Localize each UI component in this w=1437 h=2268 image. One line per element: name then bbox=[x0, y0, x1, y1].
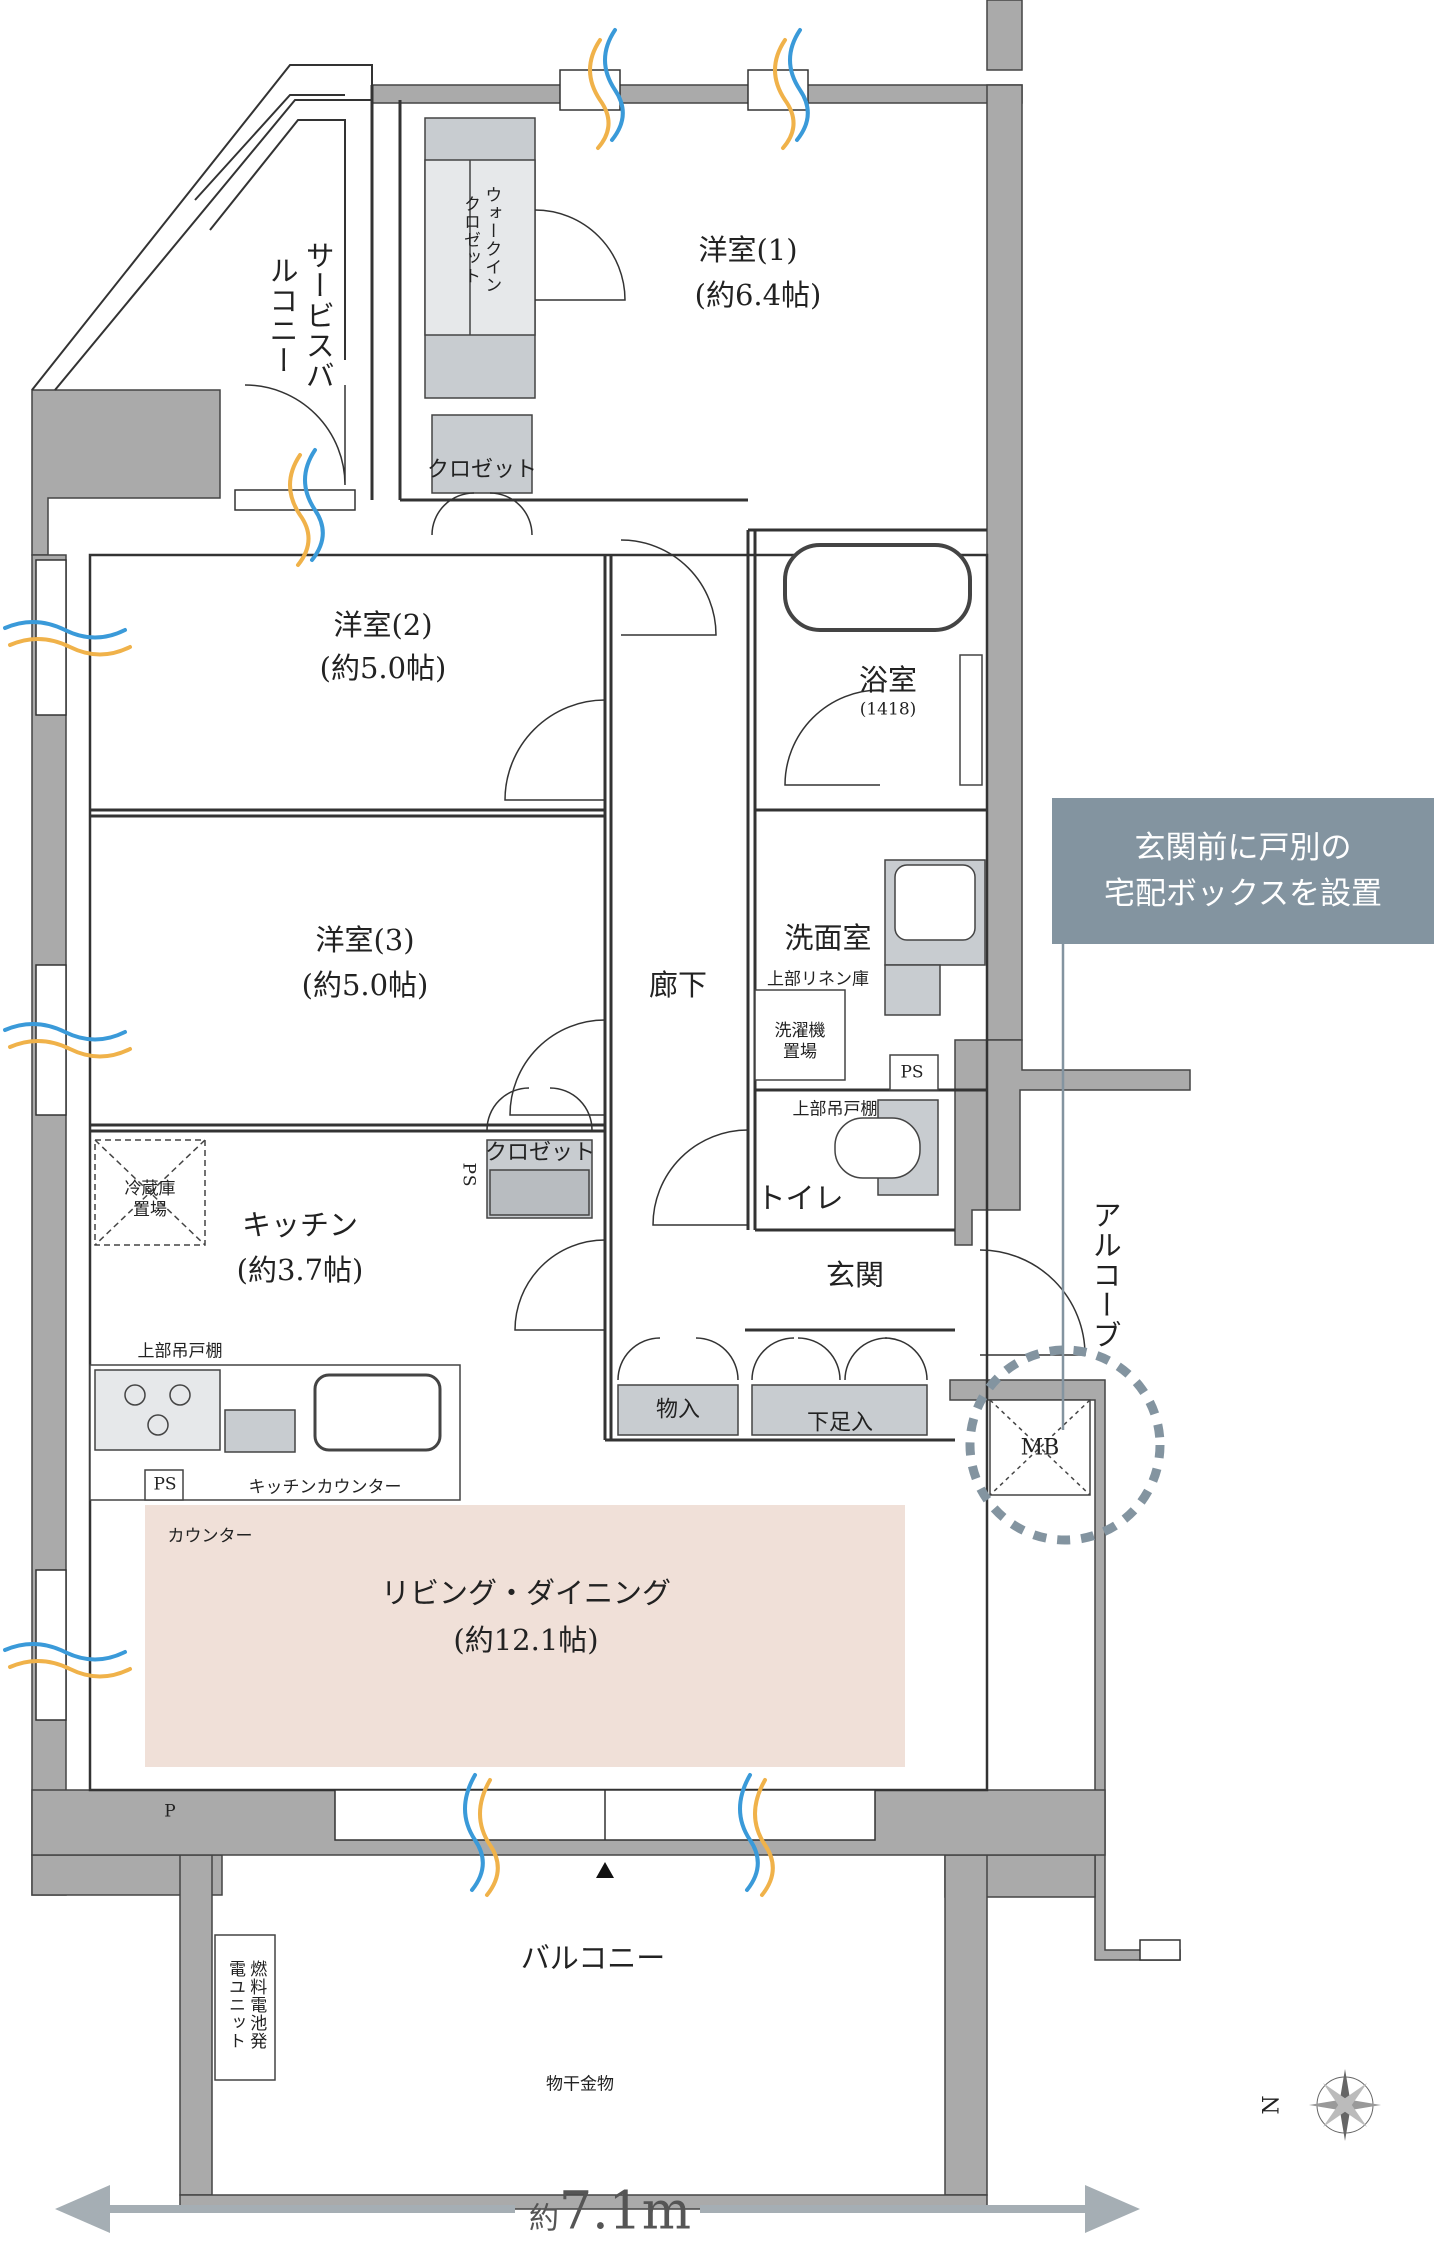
service-balcony-wall bbox=[31, 64, 373, 391]
mb-label: MB bbox=[1020, 1435, 1060, 1461]
room-kitchen-name: キッチン bbox=[241, 1207, 359, 1242]
ps-label-wash: PS bbox=[900, 1062, 924, 1083]
room-western1-name: 洋室(1) bbox=[698, 232, 798, 267]
room-balcony: バルコニー bbox=[520, 1940, 666, 1975]
shoe-storage-label: 下足入 bbox=[806, 1410, 874, 1436]
p-mark: P bbox=[164, 1801, 176, 1822]
ps-label-kitchen: PS bbox=[153, 1474, 177, 1495]
room-western1-size: (約6.4帖) bbox=[694, 277, 822, 312]
compass-icon bbox=[1309, 2069, 1381, 2141]
fridge-label: 冷蔵庫置場 bbox=[124, 1178, 176, 1220]
ps-label-vertical: PS bbox=[458, 1162, 479, 1188]
counter-label: カウンター bbox=[167, 1526, 253, 1547]
delivery-box-callout: 玄関前に戸別の 宅配ボックスを設置 bbox=[1052, 798, 1434, 944]
upper-cabinet-kitchen: 上部吊戸棚 bbox=[137, 1341, 223, 1362]
room-corridor: 廊下 bbox=[648, 967, 708, 1002]
closet-label-1: クロゼット bbox=[426, 457, 538, 483]
clothes-hanger-label: 物干金物 bbox=[546, 2074, 614, 2095]
room-western2-name: 洋室(2) bbox=[333, 607, 433, 642]
room-washroom: 洗面室 bbox=[784, 920, 872, 955]
fuel-cell-label: 燃料電池発電ユニット bbox=[225, 1960, 267, 2050]
entrance-marker bbox=[596, 1862, 614, 1878]
dimension-prefix: 約 bbox=[528, 2201, 559, 2237]
compass-north-label: N bbox=[1259, 2095, 1285, 2115]
wind-arrows bbox=[3, 28, 810, 1897]
dimension-label: 約7.1m bbox=[529, 2180, 691, 2245]
room-alcove: アルコーブ bbox=[1088, 1200, 1123, 1350]
callout-leader bbox=[965, 944, 1165, 1545]
storage-label: 物入 bbox=[655, 1397, 701, 1423]
room-toilet: トイレ bbox=[756, 1180, 844, 1215]
room-entrance: 玄関 bbox=[825, 1257, 885, 1292]
room-kitchen-size: (約3.7帖) bbox=[236, 1252, 364, 1287]
room-living-size: (約12.1帖) bbox=[453, 1622, 599, 1657]
upper-linen-label: 上部リネン庫 bbox=[767, 969, 869, 990]
windows bbox=[35, 69, 1181, 1961]
room-bath-size: (1418) bbox=[859, 699, 917, 720]
living-highlight bbox=[145, 1505, 905, 1767]
callout-line2: 宅配ボックスを設置 bbox=[1103, 876, 1383, 912]
callout-line1: 玄関前に戸別の bbox=[1134, 829, 1352, 866]
dimension-arrow bbox=[55, 2185, 1140, 2233]
room-western2-size: (約5.0帖) bbox=[319, 650, 447, 685]
kitchen-counter-label: キッチンカウンター bbox=[248, 1477, 402, 1498]
room-service-balcony: サービスバルコニー bbox=[265, 240, 336, 390]
interior-walls bbox=[88, 85, 989, 1792]
walk-in-closet-label: ウォークインクロゼット bbox=[460, 186, 502, 294]
closet-label-2: クロゼット bbox=[484, 1140, 596, 1166]
room-western3-size: (約5.0帖) bbox=[301, 967, 429, 1002]
washing-machine-label: 洗濯機置場 bbox=[774, 1020, 826, 1062]
dimension-value: 7.1m bbox=[558, 2181, 692, 2242]
upper-cabinet-toilet: 上部吊戸棚 bbox=[792, 1099, 878, 1120]
room-living-name: リビング・ダイニング bbox=[380, 1575, 672, 1610]
room-western3-name: 洋室(3) bbox=[315, 922, 415, 957]
fixtures bbox=[89, 117, 1091, 2081]
door-swings bbox=[244, 209, 1086, 1381]
room-bath-name: 浴室 bbox=[858, 662, 918, 697]
